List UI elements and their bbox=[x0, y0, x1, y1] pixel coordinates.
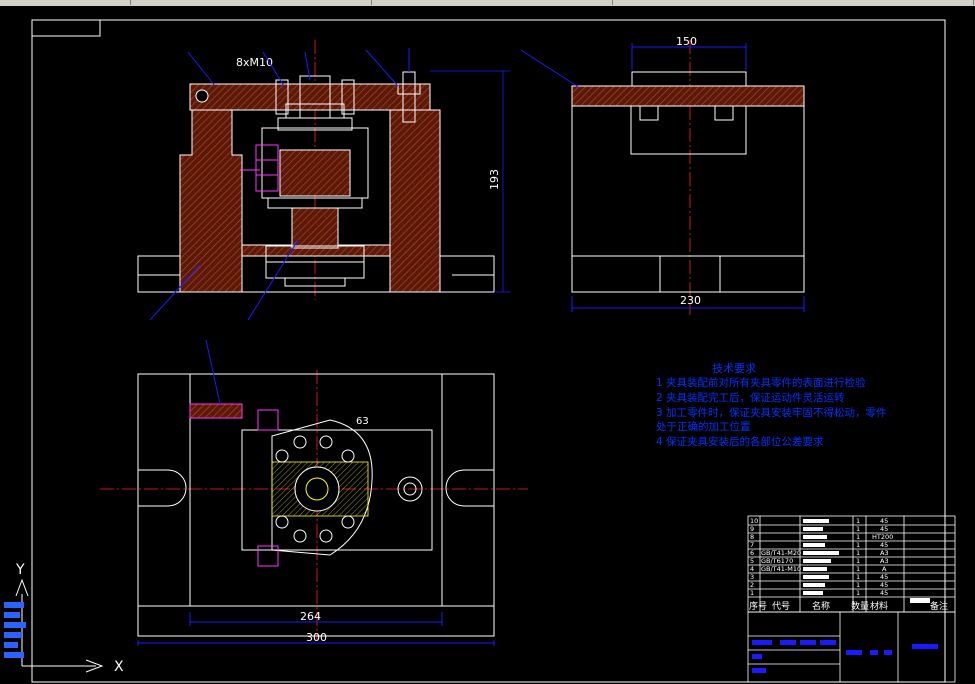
bom-code: GB/T41-M10 bbox=[761, 565, 801, 573]
tab-strip-segment[interactable] bbox=[613, 0, 974, 5]
bom-qty: 1 bbox=[856, 581, 860, 589]
bom-code: GB/T41-M20 bbox=[761, 549, 801, 557]
tab-strip-segment[interactable] bbox=[372, 0, 613, 5]
side-view[interactable]: 230 150 bbox=[520, 35, 805, 315]
front-section-view[interactable]: 193 8xM10 bbox=[137, 40, 510, 321]
tech-note-line: 3 加工零件时，保证夹具安装牢固不得松动，零件 bbox=[656, 406, 887, 419]
bom-mat: A3 bbox=[880, 549, 889, 557]
bom-no: 10 bbox=[750, 517, 758, 525]
bill-of-materials bbox=[747, 515, 956, 683]
dim-side-width: 230 bbox=[680, 294, 701, 307]
ucs-x-label: X bbox=[114, 659, 124, 675]
bom-qty: 1 bbox=[856, 541, 860, 549]
dim-angle: 63 bbox=[356, 416, 369, 427]
bom-mat: 45 bbox=[880, 581, 888, 589]
bom-qty: 1 bbox=[856, 525, 860, 533]
bom-qty: 1 bbox=[856, 517, 860, 525]
bom-no: 7 bbox=[750, 541, 754, 549]
drawing-border bbox=[31, 19, 946, 683]
bom-text: 10 1 45 9 1 45 8 1 HT200 7 1 45 6 GB/T41… bbox=[749, 517, 948, 673]
ucs-icon: Y X bbox=[15, 562, 124, 675]
bom-no: 9 bbox=[750, 525, 754, 533]
bom-code: GB/T6170 bbox=[761, 557, 793, 565]
bom-no: 6 bbox=[750, 549, 754, 557]
bom-no: 5 bbox=[750, 557, 754, 565]
bom-mat: 45 bbox=[880, 541, 888, 549]
window-top-edge bbox=[0, 0, 975, 6]
dim-side-top: 150 bbox=[676, 35, 697, 48]
bom-qty: 1 bbox=[856, 589, 860, 597]
tech-notes-title: 技术要求 bbox=[712, 362, 756, 375]
bom-header-no: 序号 bbox=[749, 600, 767, 612]
bom-no: 8 bbox=[750, 533, 754, 541]
bom-header-name: 名称 bbox=[812, 600, 830, 612]
bom-header-remark: 备注 bbox=[930, 600, 948, 612]
bom-header-code: 代号 bbox=[772, 601, 790, 612]
dim-front-height: 193 bbox=[488, 169, 501, 190]
tech-note-line: 2 夹具装配完工后，保证运动件灵活运转 bbox=[656, 391, 845, 404]
tech-note-line: 处于正确的加工位置 bbox=[656, 420, 751, 433]
bom-mat: 45 bbox=[880, 573, 888, 581]
tech-note-line: 1 夹具装配前对所有夹具零件的表面进行检验 bbox=[656, 376, 866, 389]
tab-strip-segment[interactable] bbox=[131, 0, 372, 5]
bom-mat: 45 bbox=[880, 517, 888, 525]
dim-plan-overall: 300 bbox=[306, 631, 327, 644]
bom-header-qty: 数量 bbox=[851, 600, 869, 612]
bom-qty: 1 bbox=[856, 557, 860, 565]
dim-hole-spec: 8xM10 bbox=[236, 56, 273, 69]
bom-qty: 1 bbox=[856, 549, 860, 557]
bom-mat: 45 bbox=[880, 589, 888, 597]
bom-no: 4 bbox=[750, 565, 754, 573]
bom-no: 3 bbox=[750, 573, 754, 581]
bom-no: 1 bbox=[750, 589, 754, 597]
bom-no: 2 bbox=[750, 581, 754, 589]
bom-mat: A bbox=[882, 565, 887, 573]
bom-mat: A3 bbox=[880, 557, 889, 565]
dim-plan-inner: 264 bbox=[300, 610, 321, 623]
bom-qty: 1 bbox=[856, 573, 860, 581]
ucs-y-label: Y bbox=[15, 562, 25, 578]
plan-view[interactable]: 63 264 300 bbox=[100, 339, 528, 646]
bom-qty: 1 bbox=[856, 565, 860, 573]
layer-palette[interactable] bbox=[4, 602, 26, 658]
bom-header-mat: 材料 bbox=[870, 600, 888, 612]
cad-drawing-canvas[interactable]: 193 8xM10 230 150 bbox=[0, 6, 975, 684]
technical-requirements: 技术要求 1 夹具装配前对所有夹具零件的表面进行检验 2 夹具装配完工后，保证运… bbox=[656, 362, 887, 448]
bom-mat: HT200 bbox=[872, 533, 893, 541]
bom-mat: 45 bbox=[880, 525, 888, 533]
tech-note-line: 4 保证夹具安装后的各部位公差要求 bbox=[656, 435, 824, 448]
tab-strip-segment[interactable] bbox=[0, 0, 131, 5]
bom-qty: 1 bbox=[856, 533, 860, 541]
